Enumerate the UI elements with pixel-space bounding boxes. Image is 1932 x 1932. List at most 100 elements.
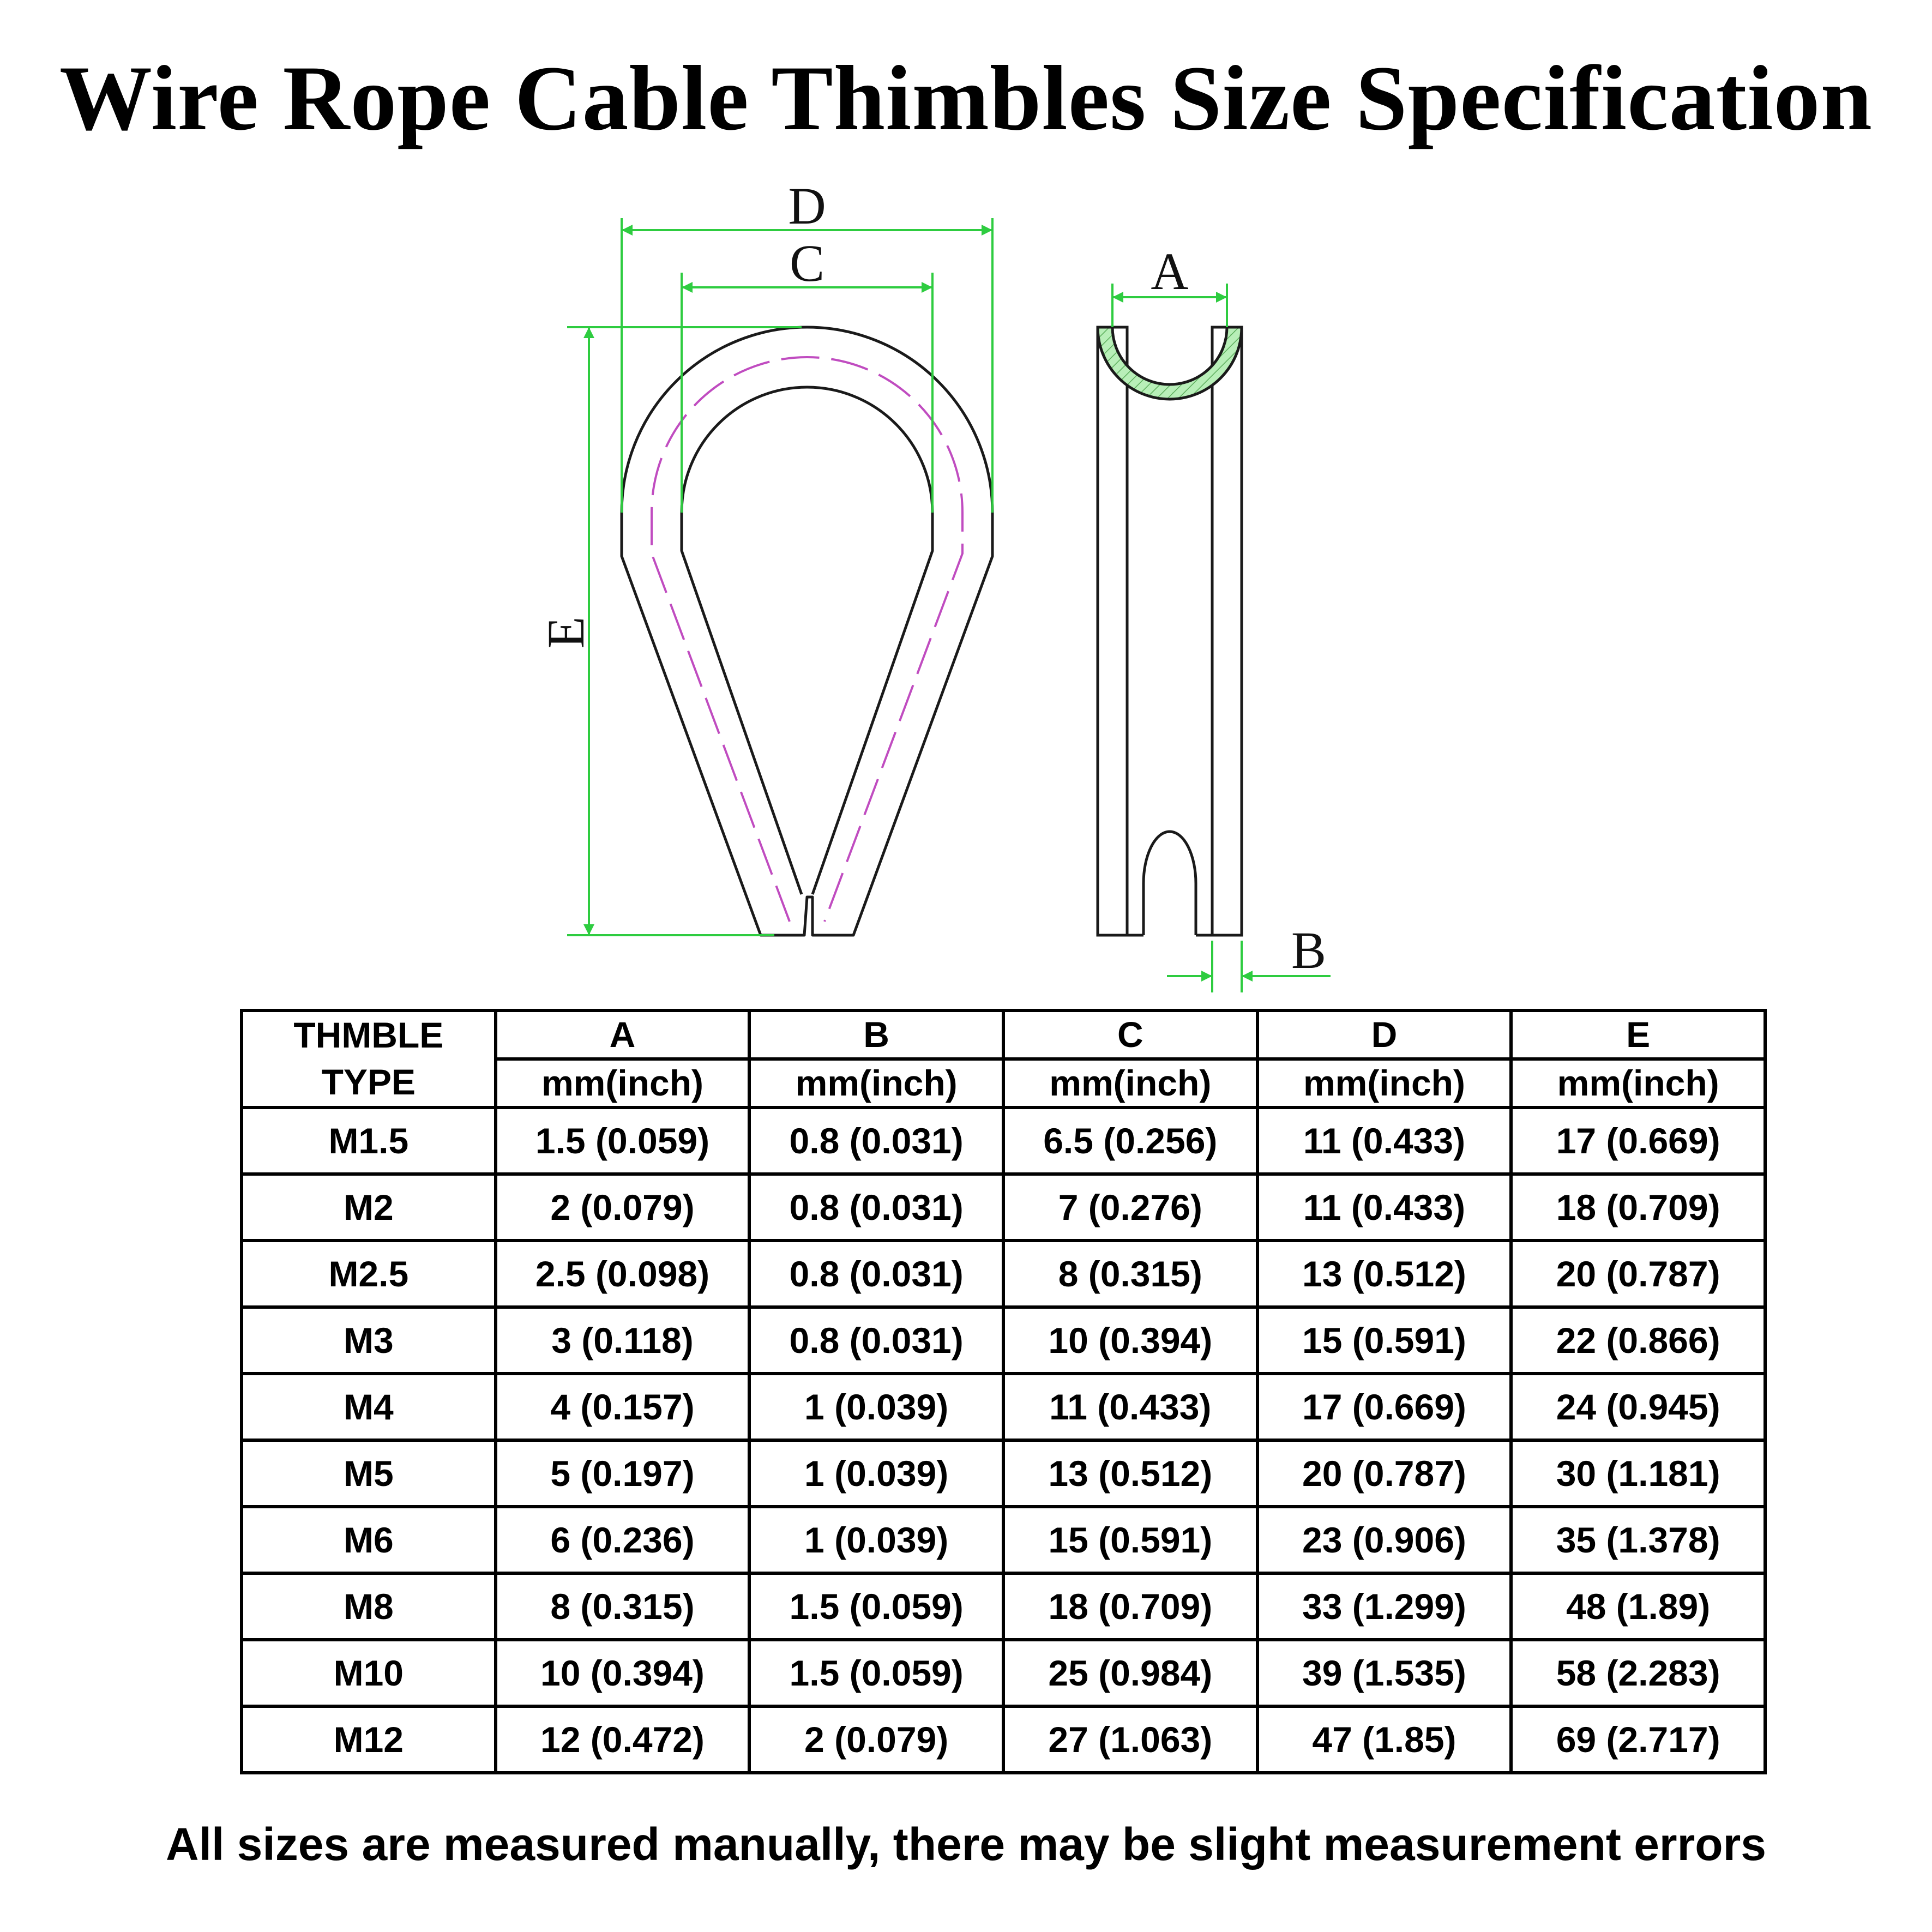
thimble-outer-outline: [620, 326, 994, 937]
col-unit-B: mm(inch): [748, 1057, 1005, 1109]
size-cell-D: 11 (0.433): [1255, 1172, 1513, 1242]
size-cell-B: 1.5 (0.059): [748, 1638, 1005, 1708]
size-cell-A: 5 (0.197): [493, 1438, 751, 1508]
thimble-type-cell: M10: [240, 1638, 497, 1708]
type-header-line1: THMBLE: [293, 1015, 444, 1055]
size-cell-A: 4 (0.157): [493, 1371, 751, 1442]
groove-section: [1096, 326, 1243, 401]
size-cell-E: 24 (0.945): [1509, 1371, 1767, 1442]
size-cell-A: 2 (0.079): [493, 1172, 751, 1242]
size-cell-E: 17 (0.669): [1509, 1105, 1767, 1176]
thimble-type-cell: M2.5: [240, 1238, 497, 1309]
size-cell-D: 17 (0.669): [1255, 1371, 1513, 1442]
size-cell-C: 8 (0.315): [1001, 1238, 1259, 1309]
table-header-units: mm(inch) mm(inch) mm(inch) mm(inch) mm(i…: [242, 1057, 1767, 1109]
col-header-D: D: [1255, 1009, 1513, 1061]
size-cell-C: 11 (0.433): [1001, 1371, 1259, 1442]
size-cell-C: 13 (0.512): [1001, 1438, 1259, 1508]
thimble-type-cell: M8: [240, 1571, 497, 1641]
thimble-front-view: [620, 326, 994, 937]
size-cell-B: 0.8 (0.031): [748, 1238, 1005, 1309]
size-cell-D: 13 (0.512): [1255, 1238, 1513, 1309]
col-unit-C: mm(inch): [1001, 1057, 1259, 1109]
table-header-letters: THMBLE TYPE A B C D E: [240, 1009, 1767, 1109]
col-header-B: B: [748, 1009, 1005, 1061]
size-cell-A: 3 (0.118): [493, 1305, 751, 1375]
page-title: Wire Rope Cable Thimbles Size Specificat…: [59, 47, 1873, 149]
dimension-B: B: [1167, 921, 1331, 992]
size-cell-E: 35 (1.378): [1509, 1504, 1767, 1575]
size-cell-D: 20 (0.787): [1255, 1438, 1513, 1508]
size-cell-A: 1.5 (0.059): [493, 1105, 751, 1176]
col-unit-A: mm(inch): [493, 1057, 751, 1109]
size-cell-E: 69 (2.717): [1509, 1704, 1767, 1774]
thimble-inner-outline: [680, 386, 934, 895]
label-D: D: [788, 177, 826, 235]
label-B: B: [1291, 921, 1326, 979]
size-cell-E: 58 (2.283): [1509, 1638, 1767, 1708]
size-cell-D: 15 (0.591): [1255, 1305, 1513, 1375]
size-cell-B: 0.8 (0.031): [748, 1105, 1005, 1176]
size-cell-D: 39 (1.535): [1255, 1638, 1513, 1708]
size-cell-B: 2 (0.079): [748, 1704, 1005, 1774]
size-cell-E: 20 (0.787): [1509, 1238, 1767, 1309]
thimble-type-cell: M3: [240, 1305, 497, 1375]
size-cell-D: 23 (0.906): [1255, 1504, 1513, 1575]
size-cell-D: 47 (1.85): [1255, 1704, 1513, 1774]
size-cell-E: 30 (1.181): [1509, 1438, 1767, 1508]
size-cell-C: 6.5 (0.256): [1001, 1105, 1259, 1176]
col-unit-D: mm(inch): [1255, 1057, 1513, 1109]
dimension-D: D: [621, 177, 994, 513]
col-header-A: A: [493, 1009, 751, 1061]
size-cell-C: 15 (0.591): [1001, 1504, 1259, 1575]
thimble-centerline: [651, 356, 964, 922]
size-cell-A: 8 (0.315): [493, 1571, 751, 1641]
col-unit-E: mm(inch): [1509, 1057, 1767, 1109]
dimension-E: E: [537, 326, 802, 936]
label-E: E: [537, 617, 595, 649]
spec-table: THMBLE TYPE A B C D E mm(inch) mm(inch) …: [240, 1009, 1767, 1774]
size-cell-B: 0.8 (0.031): [748, 1172, 1005, 1242]
size-cell-B: 1 (0.039): [748, 1504, 1005, 1575]
size-cell-C: 25 (0.984): [1001, 1638, 1259, 1708]
size-cell-C: 18 (0.709): [1001, 1571, 1259, 1641]
col-header-E: E: [1509, 1009, 1767, 1061]
thimble-type-cell: M1.5: [240, 1105, 497, 1176]
dimension-A: A: [1111, 242, 1228, 327]
thimble-type-cell: M2: [240, 1172, 497, 1242]
size-cell-C: 27 (1.063): [1001, 1704, 1259, 1774]
size-cell-A: 12 (0.472): [493, 1704, 751, 1774]
size-cell-D: 33 (1.299): [1255, 1571, 1513, 1641]
size-cell-A: 2.5 (0.098): [493, 1238, 751, 1309]
size-cell-B: 1 (0.039): [748, 1438, 1005, 1508]
dimension-C: C: [681, 234, 934, 513]
size-cell-E: 22 (0.866): [1509, 1305, 1767, 1375]
type-header-line2: TYPE: [321, 1061, 416, 1102]
thimble-type-cell: M6: [240, 1504, 497, 1575]
type-header: THMBLE TYPE: [240, 1009, 497, 1109]
size-cell-B: 1.5 (0.059): [748, 1571, 1005, 1641]
label-A: A: [1151, 242, 1188, 300]
thimble-side-view: [1096, 326, 1243, 937]
label-C: C: [790, 234, 824, 292]
measurement-footnote: All sizes are measured manually, there m…: [165, 1819, 1767, 1870]
size-cell-A: 6 (0.236): [493, 1504, 751, 1575]
col-header-C: C: [1001, 1009, 1259, 1061]
thimble-type-cell: M5: [240, 1438, 497, 1508]
thimble-type-cell: M4: [240, 1371, 497, 1442]
size-cell-D: 11 (0.433): [1255, 1105, 1513, 1176]
thimble-drawing: D C E A B: [537, 177, 1331, 992]
size-cell-B: 0.8 (0.031): [748, 1305, 1005, 1375]
size-cell-C: 7 (0.276): [1001, 1172, 1259, 1242]
size-cell-E: 18 (0.709): [1509, 1172, 1767, 1242]
